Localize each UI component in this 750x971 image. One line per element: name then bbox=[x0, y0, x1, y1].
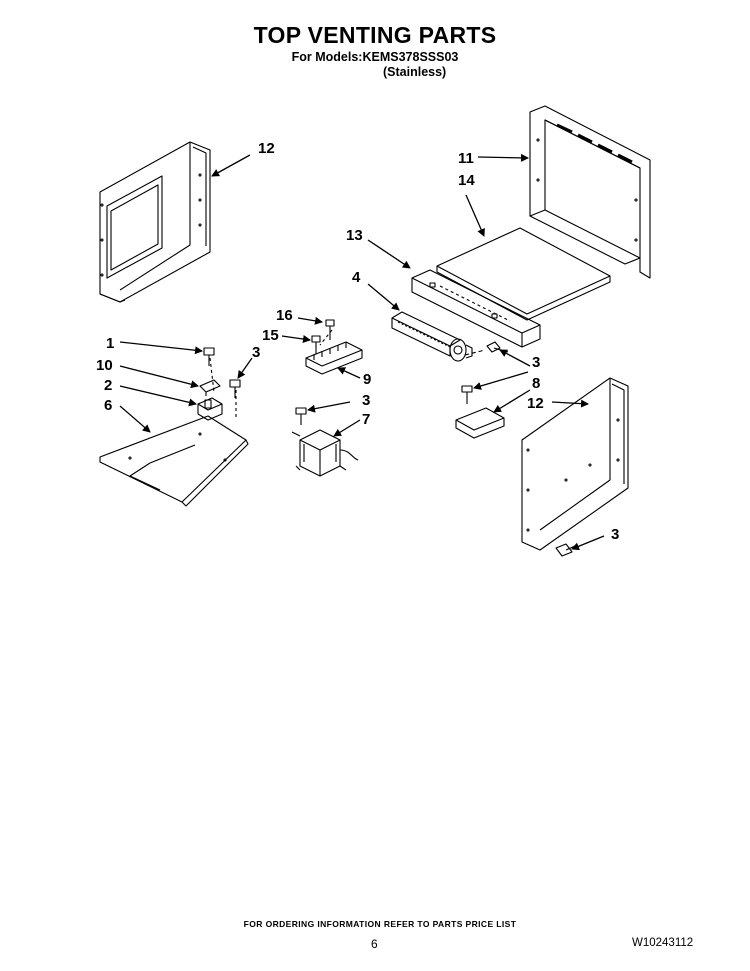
part-7-transformer bbox=[291, 429, 359, 477]
part-14-top-plate bbox=[436, 227, 611, 321]
callout-3-transformer: 3 bbox=[362, 392, 370, 409]
part-3-screw-blower bbox=[486, 341, 509, 353]
finish-line: (Stainless) bbox=[383, 65, 447, 79]
callout-7: 7 bbox=[362, 411, 370, 428]
leader-lines bbox=[119, 153, 605, 551]
part-3-screw-bottom bbox=[555, 543, 576, 557]
callout-10: 10 bbox=[96, 357, 113, 374]
part-1-screw bbox=[203, 347, 215, 366]
callout-15: 15 bbox=[262, 327, 279, 344]
callout-11: 11 bbox=[458, 150, 474, 167]
part-12-left-side-panel bbox=[99, 141, 211, 303]
callout-3-blower: 3 bbox=[532, 354, 540, 371]
callout-12-right: 12 bbox=[527, 395, 544, 412]
callout-2: 2 bbox=[104, 377, 112, 394]
part-10-fuse bbox=[199, 379, 221, 396]
callout-3-bottom: 3 bbox=[611, 526, 619, 543]
page-number: 6 bbox=[371, 937, 378, 951]
part-8-module bbox=[455, 407, 505, 439]
callout-14: 14 bbox=[458, 172, 475, 189]
part-12-right-side-panel bbox=[521, 377, 629, 551]
callout-6: 6 bbox=[104, 397, 112, 414]
model-line: For Models:KEMS378SSS03 bbox=[291, 50, 459, 64]
callout-3-left: 3 bbox=[252, 344, 260, 361]
callout-16: 16 bbox=[276, 307, 293, 324]
callout-1: 1 bbox=[106, 335, 114, 352]
part-16-screw bbox=[325, 319, 335, 340]
ordering-note: FOR ORDERING INFORMATION REFER TO PARTS … bbox=[243, 919, 517, 929]
callout-9: 9 bbox=[363, 371, 371, 388]
part-3-screw-left bbox=[229, 379, 241, 398]
part-2-switch bbox=[197, 397, 223, 421]
callout-12-left: 12 bbox=[258, 140, 275, 157]
part-13-front-duct bbox=[411, 269, 541, 348]
part-11-rear-bracket bbox=[529, 105, 651, 279]
part-3-screw-transformer bbox=[295, 407, 307, 425]
page-title: TOP VENTING PARTS bbox=[253, 22, 497, 48]
document-number: W10243112 bbox=[632, 937, 694, 949]
callout-13: 13 bbox=[346, 227, 363, 244]
part-9-terminal-block bbox=[305, 341, 363, 375]
part-6-bottom-panel bbox=[99, 415, 249, 507]
part-15-screw bbox=[311, 335, 321, 354]
part-3-screw-module bbox=[461, 385, 473, 404]
part-4-blower bbox=[391, 311, 473, 362]
callout-4: 4 bbox=[352, 269, 361, 286]
callout-8: 8 bbox=[532, 375, 540, 392]
